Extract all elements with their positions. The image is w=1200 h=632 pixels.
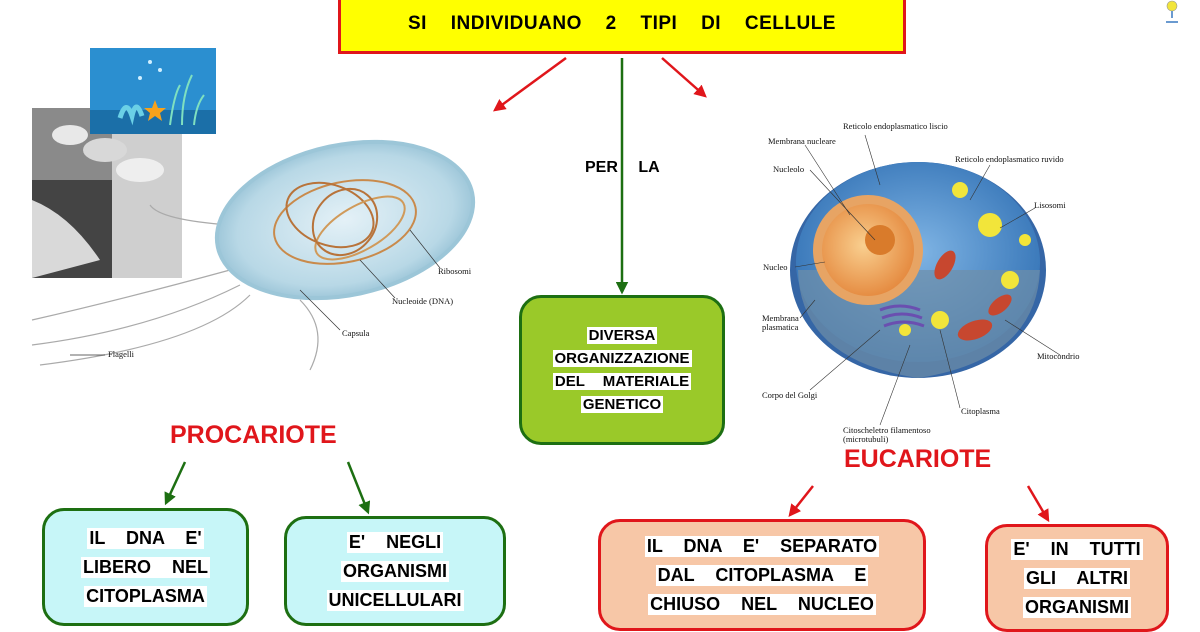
label-membrana-nucleare: Membrana nucleare [768, 136, 836, 146]
center-box-line: DEL MATERIALE [552, 373, 692, 390]
label-capsula: Capsula [342, 328, 370, 338]
label-citoscheletro: (microtubuli) [843, 434, 889, 444]
box-line: E' IN TUTTI [1011, 538, 1143, 560]
box-line: ORGANISMI [340, 560, 449, 582]
label-reticolo-ruvido: Reticolo endoplasmatico ruvido [955, 154, 1064, 164]
box-line: CITOPLASMA [84, 585, 207, 607]
center-box-line: GENETICO [580, 396, 664, 413]
eukaryote-illustration [790, 134, 1061, 426]
title-text: SI INDIVIDUANO 2 TIPI DI CELLULE [408, 13, 836, 34]
box-line: IL DNA E' [87, 527, 204, 549]
arrow-eucariote-box2 [1026, 485, 1050, 523]
box-line: GLI ALTRI [1024, 567, 1130, 589]
label-nucleoide: Nucleoide (DNA) [392, 296, 454, 306]
eucariote-label: EUCARIOTE [844, 445, 992, 473]
arrow-procariote-box1 [164, 461, 187, 506]
eucariote-box-organismi: E' IN TUTTI GLI ALTRI ORGANISMI [985, 524, 1169, 632]
procariote-label: PROCARIOTE [170, 421, 337, 449]
procariote-box-organismi: E' NEGLI ORGANISMI UNICELLULARI [284, 516, 506, 626]
arrow-procariote-box2 [346, 461, 371, 515]
label-membrana-plasmatica: plasmatica [762, 322, 799, 332]
label-lisosomi: Lisosomi [1034, 200, 1066, 210]
arrow-to-procariote [492, 56, 567, 112]
box-line: UNICELLULARI [326, 589, 464, 611]
connector-label: PER LA [585, 159, 660, 176]
procariote-box-dna: IL DNA E' LIBERO NEL CITOPLASMA [42, 508, 249, 626]
box-line: IL DNA E' SEPARATO [644, 535, 880, 557]
corner-figure-icon [1166, 0, 1178, 23]
label-citoscheletro: Citoscheletro filamentoso [843, 425, 931, 435]
box-line: LIBERO NEL [80, 556, 210, 578]
box-line: ORGANISMI [1022, 596, 1131, 618]
box-line: CHIUSO NEL NUCLEO [648, 593, 876, 615]
label-citoplasma: Citoplasma [961, 406, 1000, 416]
prokaryote-illustration [31, 139, 476, 371]
box-line: DAL CITOPLASMA E [655, 564, 869, 586]
arrow-to-eucariote [661, 57, 707, 98]
center-box: DIVERSA ORGANIZZAZIONE DEL MATERIALE GEN… [519, 295, 725, 445]
label-golgi: Corpo del Golgi [762, 390, 818, 400]
label-flagelli: Flagelli [108, 349, 134, 359]
label-mitocondrio: Mitocondrio [1037, 351, 1080, 361]
eucariote-box-dna: IL DNA E' SEPARATO DAL CITOPLASMA E CHIU… [598, 519, 926, 631]
title-box: SI INDIVIDUANO 2 TIPI DI CELLULE [338, 0, 906, 54]
label-membrana-plasmatica: Membrana [762, 313, 799, 323]
center-box-line: DIVERSA [586, 327, 658, 344]
center-box-line: ORGANIZZAZIONE [552, 350, 692, 367]
arrow-eucariote-box1 [788, 485, 814, 517]
label-nucleolo: Nucleolo [773, 164, 805, 174]
sea-picture [90, 48, 216, 134]
label-nucleo: Nucleo [763, 262, 788, 272]
label-reticolo-liscio: Reticolo endoplasmatico liscio [843, 121, 948, 131]
label-ribosomi: Ribosomi [438, 266, 472, 276]
box-line: E' NEGLI [346, 531, 444, 553]
